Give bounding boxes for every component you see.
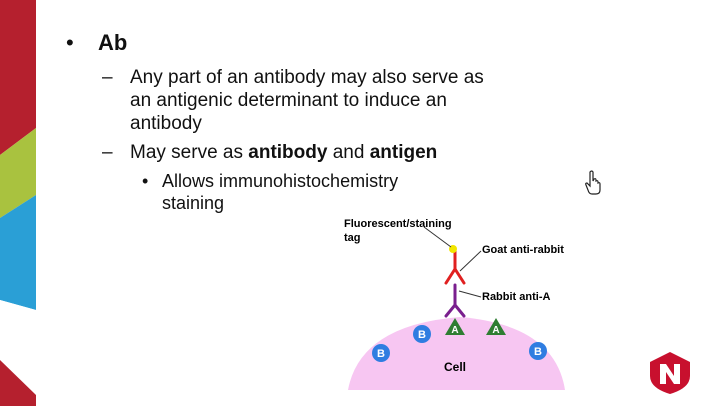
antigen-b-mid: B — [413, 325, 431, 343]
subsubbullet-immunohistochemistry-text: Allows immunohistochemistry staining — [162, 171, 399, 213]
slide-content: • Ab – Any part of an antibody may also … — [66, 30, 586, 214]
cell-shape — [348, 317, 565, 390]
immunostaining-diagram: Cell B B B A A Fluorescent/staining tag … — [344, 218, 565, 390]
pointer-goat — [459, 250, 482, 272]
label-goat-anti-rabbit: Goat anti-rabbit — [482, 244, 564, 256]
label-rabbit-anti-a: Rabbit anti-A — [482, 291, 550, 303]
text-and: and — [327, 142, 370, 163]
bullet-ab-text: Ab — [98, 30, 128, 55]
subbullet-dash: – — [102, 142, 113, 163]
antigen-a-bound: A — [445, 318, 465, 336]
cell-label: Cell — [444, 360, 466, 374]
svg-text:B: B — [534, 346, 542, 358]
antigen-b-right: B — [529, 342, 547, 360]
svg-text:A: A — [492, 325, 499, 336]
text-prefix: May serve as — [130, 142, 249, 163]
rabbit-anti-a-antibody — [444, 283, 466, 318]
svg-text:B: B — [377, 348, 385, 360]
hand-cursor-icon — [585, 170, 601, 195]
subbullet-antigenic-determinant-text: Any part of an antibody may also serve a… — [130, 67, 484, 134]
text-antigen: antigen — [369, 142, 438, 163]
label-fluorescent-tag-line1: Fluorescent/staining — [344, 218, 452, 230]
pointer-tag — [423, 226, 452, 248]
antigen-b-left: B — [372, 344, 390, 362]
svg-text:B: B — [418, 329, 426, 341]
subbullet-antigenic-determinant: – Any part of an antibody may also serve… — [102, 66, 586, 135]
svg-text:A: A — [451, 325, 458, 336]
subbullet-dash: – — [102, 67, 113, 88]
subsubbullet-immunohistochemistry: • Allows immunohistochemistry staining — [142, 170, 586, 214]
goat-anti-rabbit-antibody — [444, 249, 466, 285]
pointer-rabbit — [458, 290, 482, 298]
unmc-logo-icon — [650, 352, 690, 394]
label-fluorescent-tag-line2: tag — [344, 232, 361, 244]
antigen-a-free: A — [486, 318, 506, 336]
subbullet-antibody-and-antigen: – May serve as antibody and antigen — [102, 141, 586, 164]
decorative-side-band — [0, 0, 36, 406]
bullet-ab: • Ab — [66, 30, 586, 56]
bullet-dot: • — [66, 30, 74, 55]
subbullet-antibody-and-antigen-text: May serve as antibody and antigen — [130, 141, 490, 164]
text-antibody: antibody — [248, 142, 328, 163]
bullet-dot: • — [142, 171, 149, 191]
